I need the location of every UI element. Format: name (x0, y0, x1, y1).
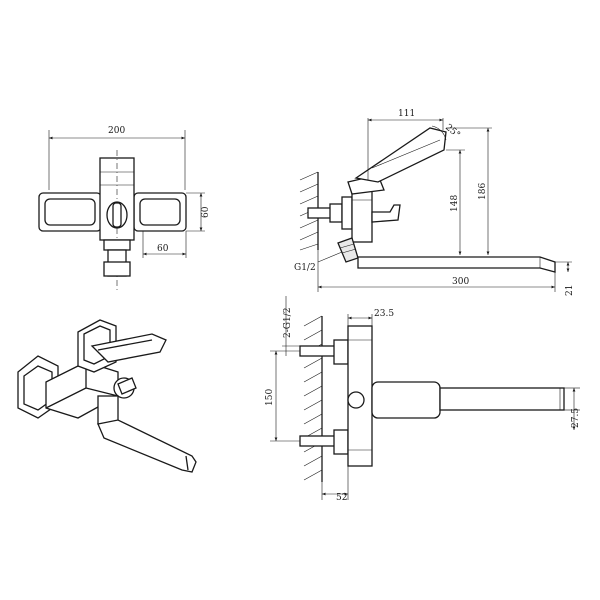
spout-side (357, 256, 556, 273)
top-offset-label: 60 (157, 244, 169, 254)
top-height-label: 60 (201, 206, 211, 218)
front-thread-label: 2-G1/2 (283, 308, 293, 338)
top-view: 200 60 60 (38, 126, 211, 290)
handle-reach-label: 111 (398, 109, 415, 119)
front-depth-label: 23.5 (374, 309, 394, 319)
spout-front (371, 381, 441, 419)
height-a-label: 148 (450, 195, 460, 212)
side-thread-label: G1/2 (294, 263, 316, 273)
lever-handle-side (354, 127, 447, 183)
mixer-body-side (351, 189, 373, 243)
front-body-depth-label: 52 (336, 493, 347, 503)
front-view: 2-G1/2 23.5 150 27.5 52 (265, 296, 581, 503)
spout-iso (97, 419, 197, 473)
front-spacing-label: 150 (265, 389, 275, 406)
front-spout-height-label: 27.5 (571, 408, 581, 428)
spout-drop-label: 21 (565, 285, 575, 296)
height-b-label: 186 (478, 183, 488, 200)
wall-hatch-front (303, 315, 323, 482)
isometric-view (17, 319, 197, 473)
spout-length-label: 300 (452, 277, 469, 287)
top-width-label: 200 (108, 126, 125, 136)
side-view: 111 25° 148 186 G1/2 300 21 (294, 109, 575, 296)
